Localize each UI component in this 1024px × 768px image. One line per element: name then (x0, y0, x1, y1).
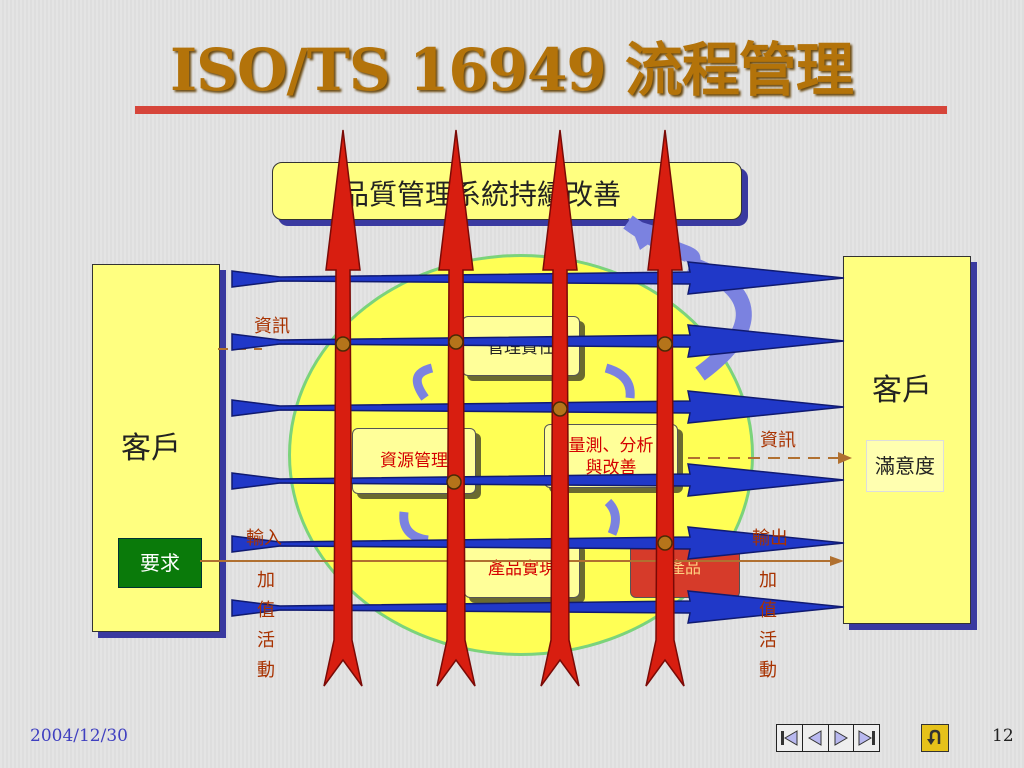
info-left-label: 資訊 (254, 316, 290, 337)
junction-dot (657, 535, 673, 551)
customer-right-box: 客戶 (843, 256, 971, 624)
input-label: 輸入 (246, 528, 282, 549)
red-arrow-1 (323, 129, 363, 687)
blue-arrow-1 (231, 261, 845, 295)
blue-arrow-6 (231, 590, 845, 624)
blue-arrow-5 (231, 526, 845, 560)
measurement-label: 量測、分析 與改善 (568, 436, 654, 478)
page-number: 12 (992, 726, 1014, 746)
slide-title: ISO/TS 16949 流程管理 (170, 36, 854, 104)
junction-dot (335, 336, 351, 352)
junction-dot (657, 336, 673, 352)
blue-arrow-3 (231, 390, 845, 424)
last-slide-button[interactable] (854, 725, 879, 751)
input-output-arrowhead (830, 556, 844, 566)
satisfaction-box: 滿意度 (866, 440, 944, 492)
title-underline (135, 106, 947, 114)
slide-navigation (776, 724, 880, 752)
footer-date: 2004/12/30 (30, 726, 128, 746)
info-right-label: 資訊 (760, 430, 796, 451)
first-icon (781, 730, 798, 746)
requirement-box: 要求 (118, 538, 202, 588)
info-right-arrowhead (838, 452, 852, 464)
banner-label: 品質管理系統持續改善 (341, 178, 622, 211)
cycle-arrow-3 (399, 511, 429, 545)
junction-dot (552, 401, 568, 417)
improvement-curve-top (623, 215, 701, 269)
next-slide-button[interactable] (829, 725, 855, 751)
next-icon (834, 730, 848, 746)
customer-right-label: 客戶 (872, 373, 932, 408)
last-icon (858, 730, 875, 746)
value-added-left-label: 加 值 活 動 (257, 570, 275, 681)
blue-arrow-2 (231, 324, 845, 358)
value-added-right-label: 加 值 活 動 (759, 570, 777, 681)
red-arrow-4 (645, 129, 685, 687)
previous-slide-button[interactable] (803, 725, 829, 751)
customer-left-label: 客戶 (121, 431, 181, 466)
red-arrow-2 (436, 129, 476, 687)
junction-dot (448, 334, 464, 350)
prev-icon (808, 730, 822, 746)
first-slide-button[interactable] (777, 725, 803, 751)
junction-dot (446, 474, 462, 490)
cycle-arrow-2 (604, 363, 635, 399)
output-label: 輸出 (752, 528, 788, 549)
cycle-arrow-1 (412, 363, 434, 401)
return-button[interactable] (921, 724, 949, 752)
blue-arrow-4 (231, 463, 845, 497)
cycle-arrow-4 (604, 498, 620, 536)
return-icon (927, 729, 941, 745)
